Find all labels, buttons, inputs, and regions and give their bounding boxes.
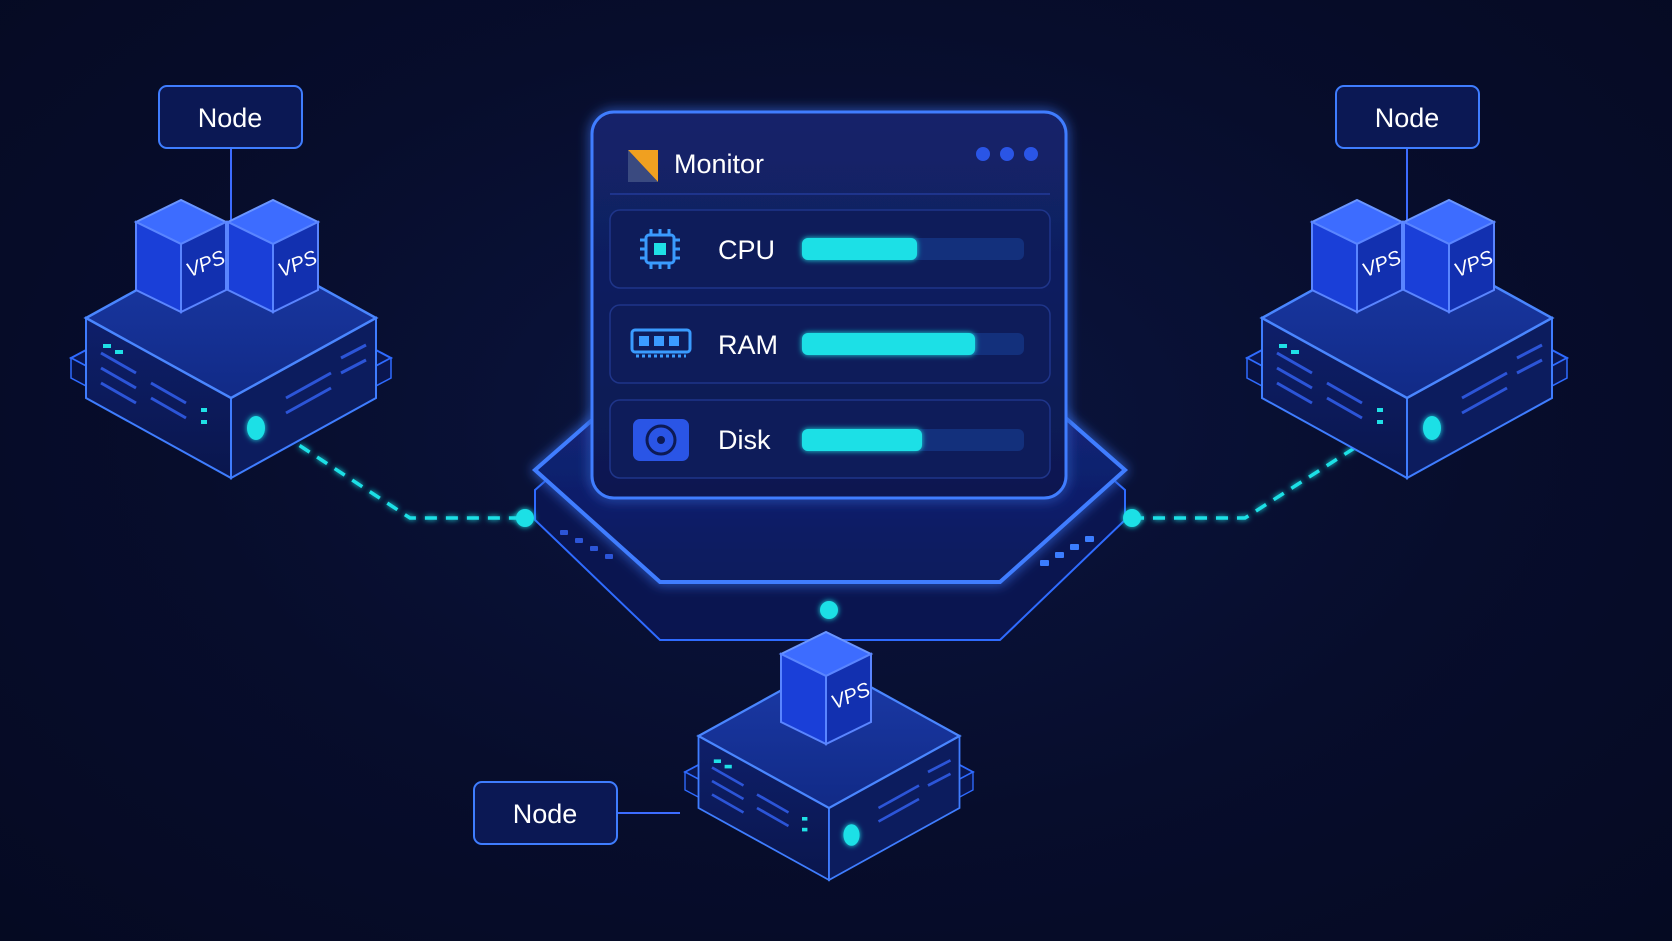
link-right: [1132, 438, 1368, 520]
node-label-left: Node: [158, 85, 303, 149]
metric-rows: CPU RAM: [609, 209, 1051, 479]
vps-cube-left-1: VPS: [135, 199, 229, 313]
metric-row-cpu: CPU: [609, 209, 1051, 289]
node-label-bottom: Node: [473, 781, 618, 845]
hub-vents-left: [560, 530, 613, 559]
svg-text:Node: Node: [513, 799, 578, 829]
window-dot-3: [1024, 147, 1038, 161]
window-dot-1: [976, 147, 990, 161]
endpoint-hub-left: [516, 509, 534, 527]
monitor-panel: Monitor CPU: [590, 110, 1068, 500]
metric-row-ram: RAM: [609, 304, 1051, 384]
usage-bar-disk: [802, 429, 922, 451]
vps-cube-bottom-1: VPS: [780, 631, 874, 745]
metric-row-disk: Disk: [609, 399, 1051, 479]
svg-text:Node: Node: [1375, 103, 1440, 133]
usage-bar-ram: [802, 333, 975, 355]
metric-label-cpu: CPU: [718, 235, 775, 265]
node-label-right: Node: [1335, 85, 1480, 149]
usage-bar-cpu: [802, 238, 917, 260]
window-dot-2: [1000, 147, 1014, 161]
monitor-title: Monitor: [674, 149, 764, 179]
svg-text:Node: Node: [198, 103, 263, 133]
endpoint-hub-right: [1123, 509, 1141, 527]
vps-cube-right-1: VPS: [1311, 199, 1405, 313]
window-controls[interactable]: [976, 147, 1038, 161]
endpoint-hub-bottom: [820, 601, 838, 619]
hub-vents-right: [1040, 536, 1094, 566]
vps-cube-left-2: VPS: [227, 199, 321, 313]
monitor-logo-icon: [628, 150, 658, 182]
metric-label-ram: RAM: [718, 330, 778, 360]
node-left: VPS VPS: [71, 199, 391, 478]
vps-cube-right-2: VPS: [1403, 199, 1497, 313]
ram-module-icon: [630, 328, 692, 358]
link-left: [281, 432, 525, 520]
node-right: VPS VPS: [1247, 199, 1567, 478]
metric-label-disk: Disk: [718, 425, 771, 455]
node-bottom: VPS: [685, 631, 973, 880]
cpu-chip-icon: [640, 229, 680, 269]
hard-disk-icon: [633, 419, 689, 461]
